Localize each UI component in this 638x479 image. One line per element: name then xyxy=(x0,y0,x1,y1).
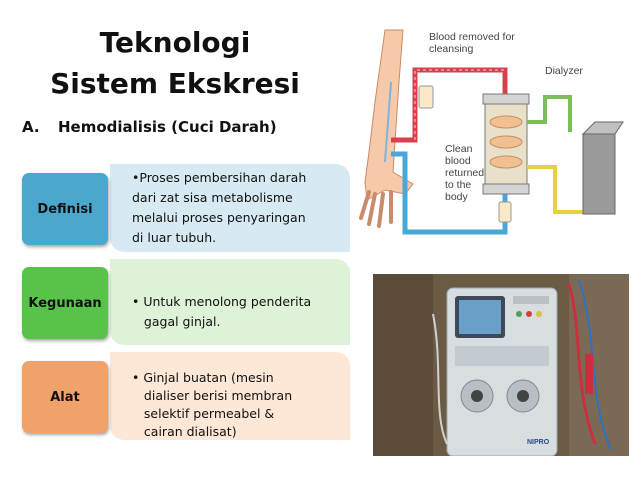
dialysis-machine-photo: NIPRO xyxy=(373,274,629,456)
label-definisi: Definisi xyxy=(22,173,108,245)
row-alat: Alat • Ginjal buatan (mesin dialiser ber… xyxy=(22,352,352,442)
box-definisi: •Proses pembersihan darah dari zat sisa … xyxy=(110,164,350,252)
alat-line: dialiser berisi membran xyxy=(132,388,293,403)
dialysate-in-tube xyxy=(527,95,572,132)
dialysate-machine xyxy=(582,133,616,215)
label-alat: Alat xyxy=(22,361,108,433)
hemodialysis-diagram: Blood removed for cleansing Dialyzer Cle… xyxy=(359,29,624,235)
definisi-line: di luar tubuh. xyxy=(132,230,217,245)
machine-brand: NIPRO xyxy=(527,439,550,446)
definisi-line: melalui proses penyaringan xyxy=(132,210,306,225)
subtitle-text: Hemodialisis (Cuci Darah) xyxy=(58,118,277,136)
subtitle-number: A. xyxy=(22,118,40,136)
kegunaan-line: • Untuk menolong penderita xyxy=(132,294,312,309)
box-alat: • Ginjal buatan (mesin dialiser berisi m… xyxy=(110,352,350,440)
machine-photo-art: NIPRO xyxy=(373,274,629,456)
kegunaan-line: gagal ginjal. xyxy=(132,314,221,329)
blood-out-tube xyxy=(391,67,508,143)
section-subtitle: A. Hemodialisis (Cuci Darah) xyxy=(22,118,277,136)
definisi-line: dari zat sisa metabolisme xyxy=(132,190,293,205)
label-clean-blood: Clean blood returned to the body xyxy=(445,143,487,203)
label-dialyzer: Dialyzer xyxy=(545,65,583,77)
title-line-1: Teknologi xyxy=(99,26,251,59)
pump-box xyxy=(418,85,434,109)
alat-line: selektif permeabel & xyxy=(132,406,275,421)
row-kegunaan: Kegunaan • Untuk menolong penderita gaga… xyxy=(22,259,352,347)
row-definisi: Definisi •Proses pembersihan darah dari … xyxy=(22,164,352,254)
box-kegunaan: • Untuk menolong penderita gagal ginjal. xyxy=(110,259,350,345)
label-kegunaan: Kegunaan xyxy=(22,267,108,339)
slide-title: Teknologi Sistem Ekskresi xyxy=(30,22,320,104)
alat-line: • Ginjal buatan (mesin xyxy=(132,370,274,385)
title-line-2: Sistem Ekskresi xyxy=(50,67,300,100)
label-blood-removed: Blood removed for cleansing xyxy=(429,31,518,55)
definisi-line: •Proses pembersihan darah xyxy=(132,170,307,185)
alat-line: cairan dialisat) xyxy=(132,424,237,439)
